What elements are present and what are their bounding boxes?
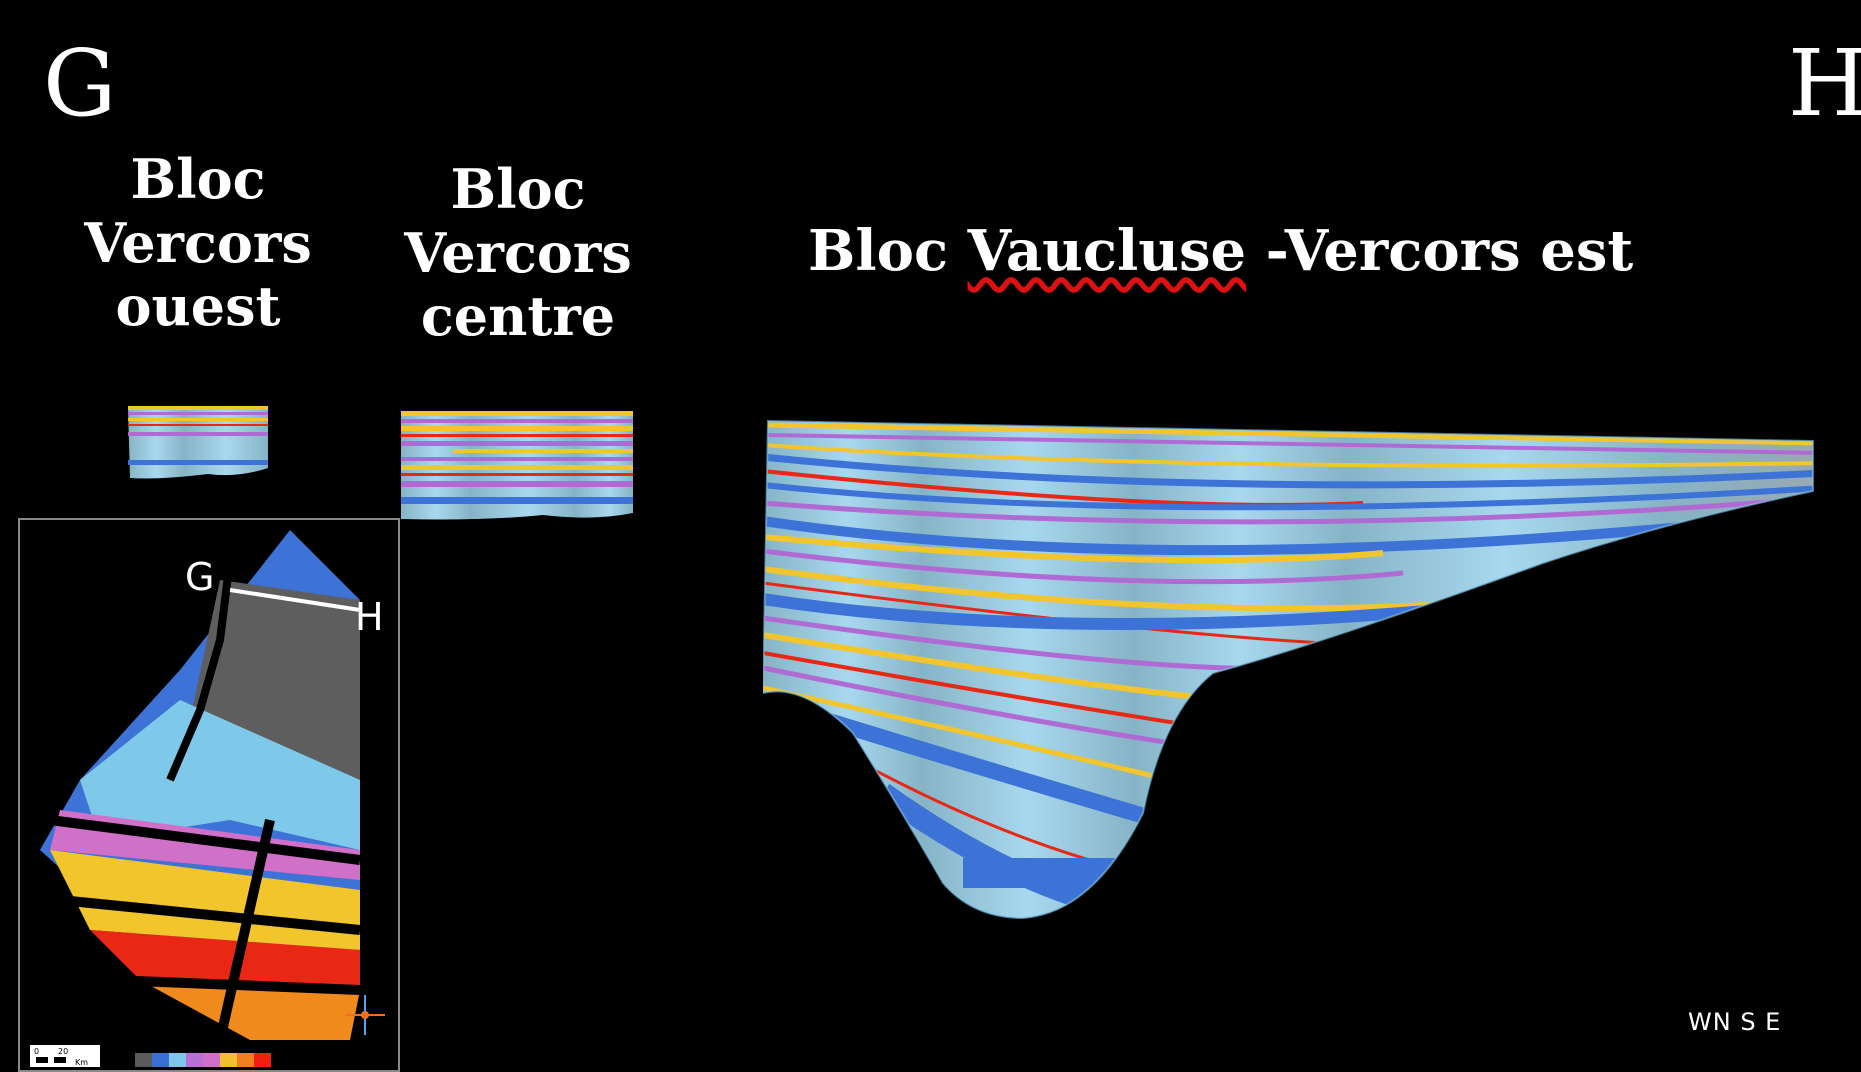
- scale-label-20: 20: [58, 1047, 68, 1056]
- block-model-center: [401, 411, 633, 520]
- compass-rose-icon: [345, 995, 385, 1035]
- title-bloc-vaucluse-vercors-est: Bloc Vaucluse -Vercors est: [808, 218, 1708, 284]
- orientation-indicator: WN S E: [1688, 1008, 1781, 1036]
- title-line: Bloc: [450, 157, 586, 221]
- map-legend-colorbar: [135, 1053, 271, 1067]
- title-part: -Vercors est: [1246, 218, 1634, 284]
- title-bloc-vercors-ouest: Bloc Vercors ouest: [48, 147, 348, 339]
- figure-panel: G H Bloc Vercors ouest Bloc Vercors cent…: [8, 8, 1861, 1072]
- corner-label-h: H: [1788, 30, 1861, 137]
- title-line: Bloc: [130, 147, 266, 211]
- title-line: centre: [420, 284, 616, 349]
- title-line: ouest: [115, 274, 281, 339]
- title-line: Vercors: [404, 220, 632, 285]
- inset-location-map: G H 0 20 Km: [18, 518, 400, 1072]
- orientation-text: WN S E: [1688, 1008, 1782, 1036]
- title-line: Vercors: [84, 210, 312, 275]
- map-graphic: G H 0 20 Km: [30, 530, 385, 1067]
- map-label-g: G: [185, 555, 214, 599]
- scale-label-km: Km: [75, 1058, 88, 1067]
- block-model-vaucluse-vercors-est: [763, 419, 1814, 920]
- title-bloc-vercors-centre: Bloc Vercors centre: [368, 157, 668, 349]
- title-part: Bloc: [808, 218, 968, 284]
- title-part-underlined: Vaucluse: [967, 218, 1247, 284]
- block-model-west: [128, 406, 268, 479]
- map-label-h: H: [355, 595, 384, 639]
- scale-label-0: 0: [34, 1047, 39, 1056]
- corner-label-g: G: [43, 30, 117, 137]
